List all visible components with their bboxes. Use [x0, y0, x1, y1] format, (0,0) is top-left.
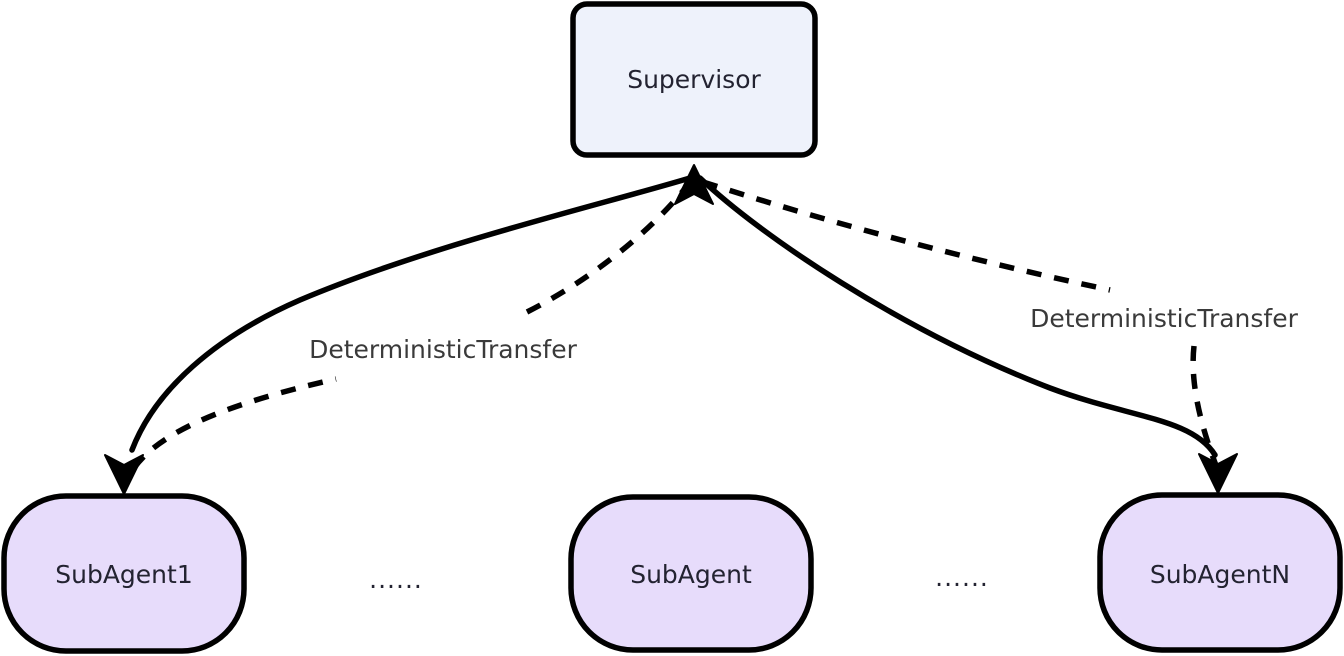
edge-subagent1-to-supervisor-dashed-upper — [525, 180, 693, 315]
edge-label-left-backdrop — [296, 331, 590, 371]
subagent1-box[interactable] — [1, 493, 247, 654]
subagent1-label: SubAgent1 — [55, 560, 193, 589]
node-subagentn[interactable]: SubAgentN — [1097, 492, 1343, 653]
edge-supervisor-to-subagent1-solid — [129, 175, 693, 453]
node-subagent[interactable]: SubAgent — [568, 494, 814, 653]
node-supervisor[interactable]: Supervisor — [570, 1, 818, 158]
edge-supervisor-to-subagentn-solid — [697, 175, 1218, 458]
arrowhead-into-subagent1 — [104, 454, 144, 495]
ellipsis-right: ...... — [935, 563, 989, 592]
arrowhead-into-subagentn — [1198, 453, 1238, 494]
edge-label-left: DeterministicTransfer — [309, 335, 578, 364]
node-subagent1[interactable]: SubAgent1 — [1, 493, 247, 654]
edge-subagent1-to-supervisor-dashed-lower — [131, 376, 337, 470]
edge-label-right-group: DeterministicTransfer — [1018, 300, 1312, 340]
subagentn-label: SubAgentN — [1150, 560, 1290, 589]
edge-subagentn-to-supervisor-dashed-lower — [1190, 345, 1220, 469]
edge-label-right-backdrop — [1018, 300, 1312, 340]
edge-label-left-group: DeterministicTransfer — [296, 331, 590, 371]
supervisor-label: Supervisor — [627, 65, 761, 94]
edge-label-right: DeterministicTransfer — [1030, 304, 1299, 333]
subagent-label: SubAgent — [630, 560, 752, 589]
ellipsis-left: ...... — [369, 565, 423, 594]
arrowhead-into-supervisor — [674, 164, 714, 205]
subagentn-box[interactable] — [1097, 492, 1343, 653]
edge-subagentn-to-supervisor-dashed-upper — [702, 179, 1111, 293]
supervisor-box[interactable] — [570, 1, 818, 158]
subagent-box[interactable] — [568, 494, 814, 653]
